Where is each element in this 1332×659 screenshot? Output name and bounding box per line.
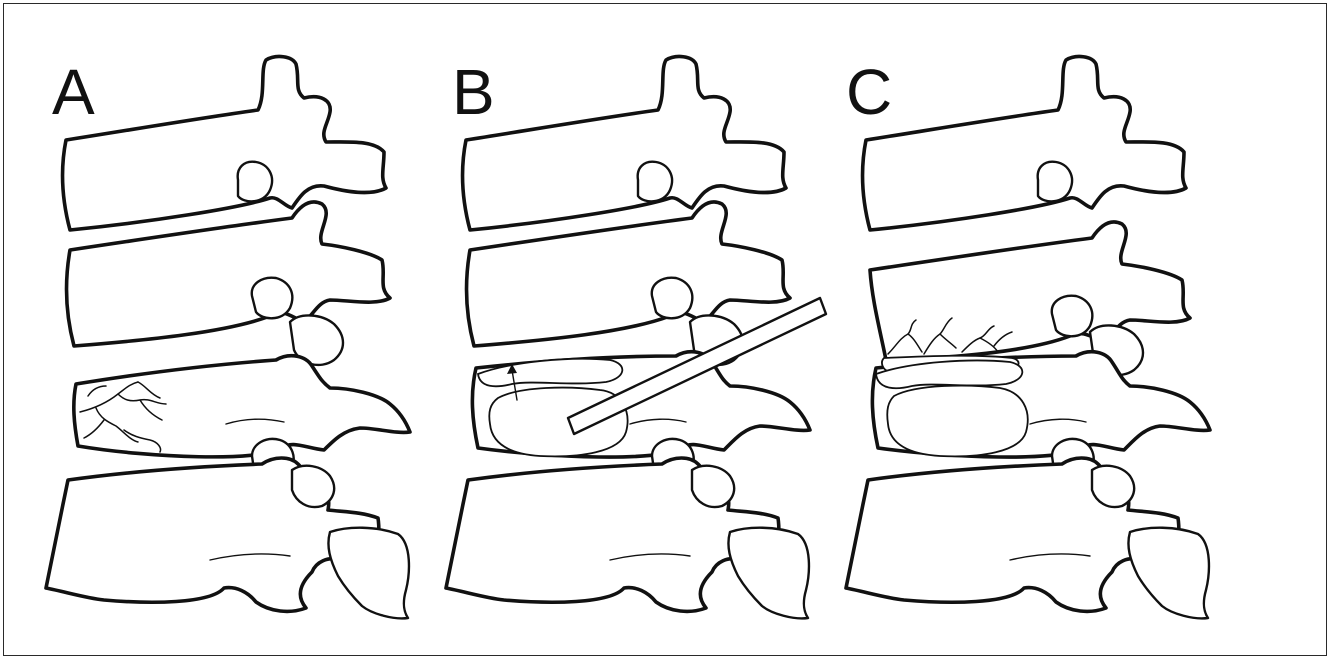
panel-c: C xyxy=(846,56,1210,618)
transverse-process xyxy=(328,528,409,619)
balloon-upper xyxy=(478,359,622,387)
pedicle xyxy=(1038,162,1072,202)
pedicle xyxy=(252,278,293,319)
facet xyxy=(692,466,734,507)
transverse-process xyxy=(728,528,809,619)
fractured-vertebral-body xyxy=(74,356,410,457)
vertebral-body xyxy=(63,57,386,230)
vertebral-body xyxy=(863,57,1186,230)
pedicle xyxy=(652,278,693,319)
pedicle xyxy=(638,162,672,202)
balloon-lower xyxy=(489,388,627,457)
cement-cavity xyxy=(887,386,1027,457)
panel-b: B xyxy=(446,56,826,618)
panel-label-c: C xyxy=(846,56,892,128)
vertebral-body xyxy=(870,222,1190,360)
vertebral-body xyxy=(463,57,786,230)
pedicle xyxy=(1052,296,1093,337)
facet xyxy=(1092,466,1134,507)
pedicle xyxy=(238,162,272,202)
facet xyxy=(292,466,334,507)
panel-label-a: A xyxy=(52,56,95,128)
panel-label-b: B xyxy=(452,56,495,128)
panel-a: A xyxy=(46,56,410,618)
transverse-process xyxy=(1128,528,1209,619)
